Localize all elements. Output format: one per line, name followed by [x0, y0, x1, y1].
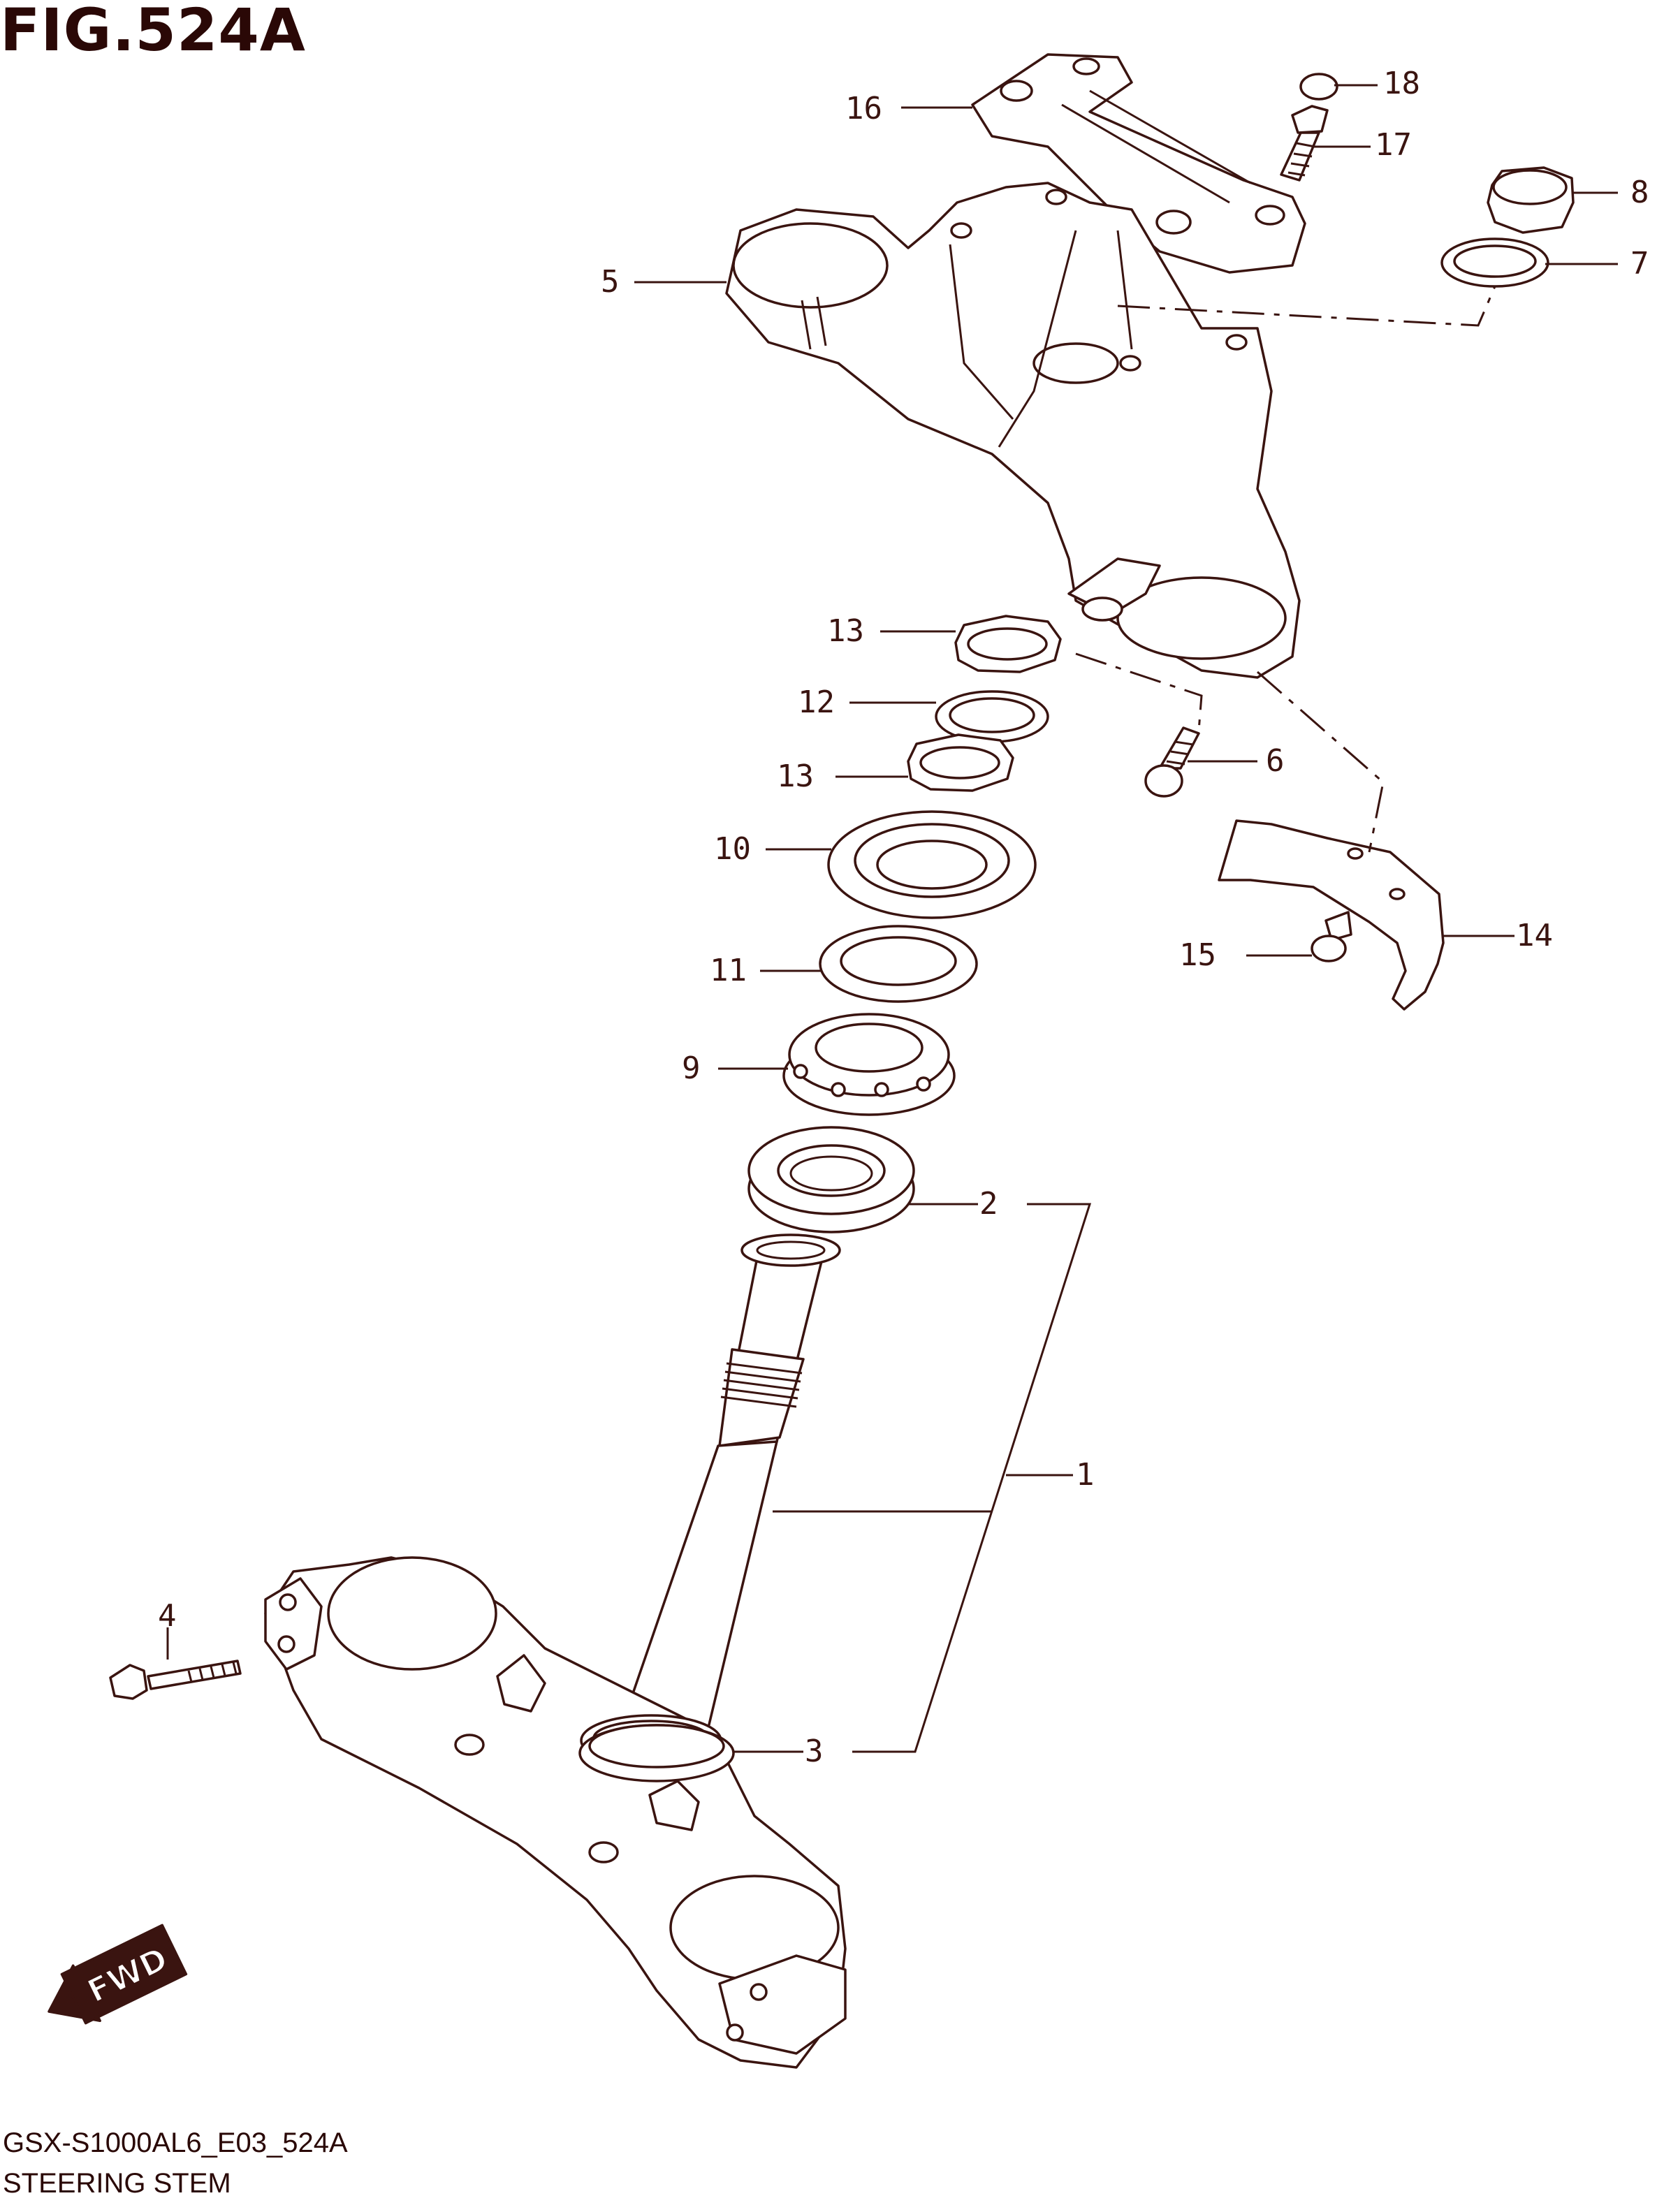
callout-18: 15 [1179, 937, 1216, 973]
part-9-bearing [782, 1013, 956, 1116]
part-2-lower-bearing [747, 1126, 915, 1233]
figure-caption: STEERING STEM [3, 2168, 231, 2199]
callout-13-lower: 13 [777, 759, 814, 794]
callout-10: 10 [714, 831, 751, 867]
part-1-lower-bracket [264, 1556, 847, 2069]
figure-title: FIG.524A [0, 0, 306, 64]
part-8-stem-nut [1487, 166, 1575, 234]
part-18-bolt [1311, 911, 1352, 962]
assembly-lines [1075, 286, 1496, 853]
callout-3: 3 [805, 1734, 824, 1769]
callout-7: 7 [1630, 246, 1649, 281]
part-3-seal [578, 1724, 735, 1782]
callout-2: 2 [979, 1186, 998, 1222]
part-16-cap [1299, 73, 1338, 101]
callout-16: 18 [1383, 66, 1420, 101]
callout-13-upper: 13 [827, 613, 864, 649]
part-5-upper-bracket [725, 182, 1301, 679]
callout-11: 11 [710, 953, 747, 988]
callout-15: 17 [1375, 127, 1412, 163]
part-7-washer [1440, 237, 1549, 288]
part-11-washer [819, 925, 978, 1003]
callout-9: 9 [682, 1050, 701, 1086]
callout-6: 6 [1266, 743, 1285, 779]
callout-17: 14 [1516, 918, 1553, 953]
callout-12: 12 [798, 684, 835, 720]
part-1-steering-stem [613, 1233, 841, 1748]
part-17-cover [1218, 819, 1445, 1011]
callout-14: 16 [845, 91, 882, 126]
callout-4: 4 [158, 1598, 177, 1634]
lead-lines [166, 84, 1618, 1753]
part-15-bolt [1280, 105, 1329, 182]
callout-5: 5 [601, 264, 620, 300]
part-13-locknut-upper [954, 615, 1062, 673]
part-10-dust-seal [827, 810, 1037, 919]
callout-1: 1 [1076, 1457, 1095, 1493]
part-14-handlebar-holder [971, 53, 1306, 274]
part-13-locknut-lower [907, 733, 1014, 792]
part-4-bolt [109, 1660, 242, 1700]
callout-labels: 16 18 17 8 7 5 13 12 13 10 11 9 2 1 3 6 … [158, 66, 1649, 1769]
part-12-washer [935, 690, 1049, 743]
callout-8: 8 [1630, 175, 1649, 210]
model-code: GSX-S1000AL6_E03_524A [3, 2127, 348, 2158]
part-6-bolt [1144, 726, 1200, 798]
forward-direction-arrow: FWD [48, 1924, 188, 2025]
